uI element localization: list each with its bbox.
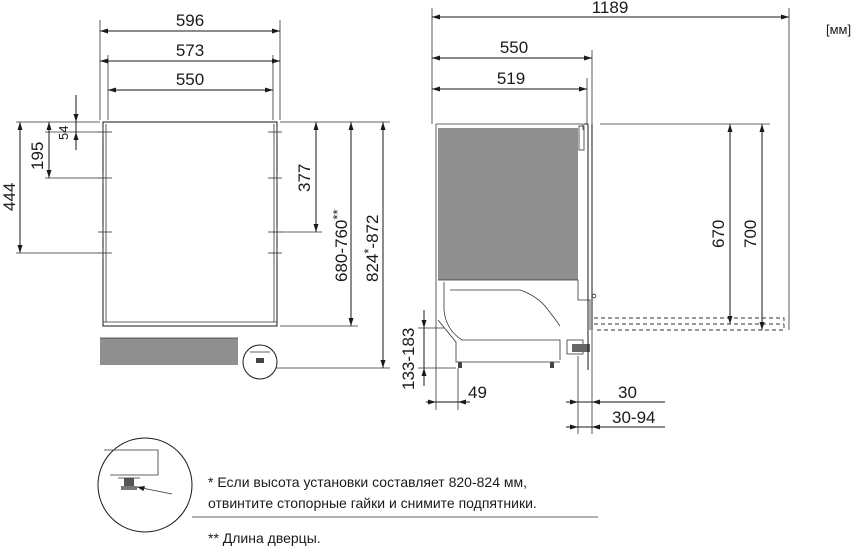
front-body [102,121,278,327]
side-body [438,128,578,280]
dim-573: 573 [176,41,204,60]
foot-detail [97,437,598,533]
dim-30-94: 30-94 [612,408,655,427]
dim-54: 54 [56,126,71,140]
mounting-marks [98,127,282,258]
side-view: 1189 550 519 670 700 133-183 49 [399,0,790,434]
dim-670: 670 [709,220,728,248]
note-1-line-1: * Если высота установки составляет 820-8… [208,474,527,490]
dim-444: 444 [0,183,19,211]
dim-550-front: 550 [176,70,204,89]
dim-519: 519 [497,69,525,88]
dim-total-height: 824*-872 [361,215,382,282]
unit-label: [мм] [826,22,851,37]
dim-550-side: 550 [500,38,528,57]
dim-596: 596 [176,11,204,30]
foot-detail-circle [242,344,278,380]
dim-door-length: 680-760** [330,209,351,282]
front-view: 596 573 550 54 195 444 377 [0,11,390,380]
dim-195: 195 [28,142,47,170]
dim-1189: 1189 [592,0,629,17]
dim-49: 49 [468,383,487,402]
note-1-line-2: отвинтите стопорные гайки и снимите подп… [208,495,537,511]
front-plinth [100,338,238,365]
dim-133-183: 133-183 [399,328,418,390]
dim-700: 700 [741,220,760,248]
dim-377: 377 [295,164,314,192]
dim-30: 30 [618,383,637,402]
foot-detail-enlarged [97,437,193,533]
note-2: ** Длина дверцы. [208,530,321,546]
